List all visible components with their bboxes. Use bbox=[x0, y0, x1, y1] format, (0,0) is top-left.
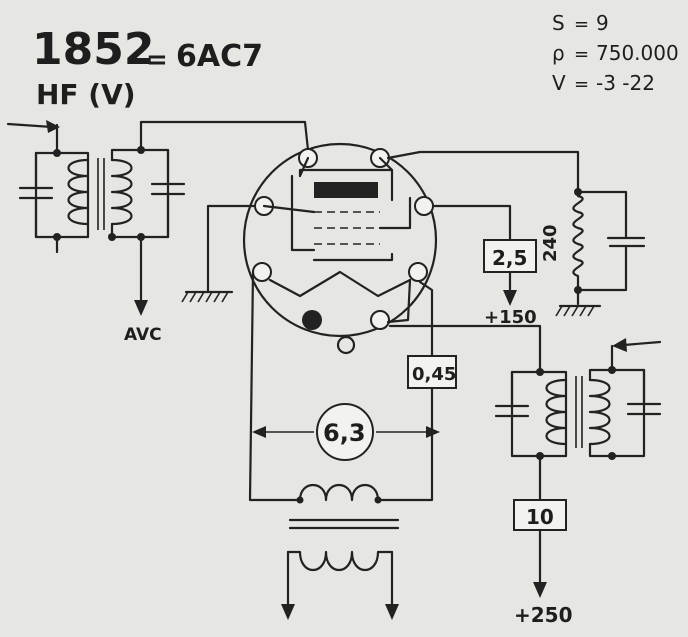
core-icon bbox=[288, 518, 400, 530]
arrow-down-icon bbox=[533, 582, 547, 598]
ground-left bbox=[181, 204, 257, 303]
resistor-value: 0,45 bbox=[412, 364, 456, 385]
spec-sep: = bbox=[574, 44, 589, 65]
ground-icon bbox=[555, 305, 595, 317]
spec-list: S = 9 ρ = 750.000 V = -3 -22 bbox=[552, 11, 679, 95]
pin-icon bbox=[302, 310, 322, 330]
equals-sign: = bbox=[146, 45, 168, 75]
pin-icon bbox=[370, 310, 390, 330]
arrow-down-icon bbox=[503, 290, 517, 306]
spec-sep: = bbox=[574, 74, 589, 95]
spec-value: 9 bbox=[596, 11, 609, 35]
spec-value: 750.000 bbox=[596, 41, 679, 65]
core-icon bbox=[97, 158, 105, 230]
capacitor-icon bbox=[576, 190, 646, 292]
resistor-value: 10 bbox=[526, 505, 554, 529]
heater-voltage-badge bbox=[316, 403, 374, 461]
spec-symbol: V bbox=[552, 71, 566, 95]
coil-icon bbox=[288, 484, 400, 502]
arrow-down-icon bbox=[281, 604, 295, 620]
tube-function: HF (V) bbox=[36, 78, 136, 111]
input-arrow-icon bbox=[46, 120, 60, 133]
spec-symbol: S bbox=[552, 11, 565, 35]
capacitor-icon bbox=[494, 370, 530, 418]
pin-icon bbox=[408, 262, 428, 282]
coil-icon bbox=[545, 378, 568, 446]
tube-envelope bbox=[242, 142, 438, 338]
pin-icon bbox=[414, 196, 434, 216]
vacuum-tube bbox=[242, 142, 438, 355]
coil-icon bbox=[110, 158, 133, 226]
resistor-icon bbox=[572, 183, 584, 306]
core-icon bbox=[575, 376, 583, 448]
ground-icon bbox=[181, 291, 229, 303]
resistor-value: 2,5 bbox=[492, 246, 527, 270]
output-arrow-line bbox=[622, 340, 662, 347]
output-arrow-icon bbox=[612, 338, 627, 352]
coil-icon bbox=[67, 158, 90, 226]
tube-key bbox=[336, 335, 356, 355]
spec-symbol: ρ bbox=[552, 41, 565, 65]
coil-icon bbox=[588, 378, 611, 446]
spec-sep: = bbox=[574, 14, 589, 35]
supply-label: +250 bbox=[514, 603, 573, 627]
tube-number: 1852 bbox=[32, 24, 154, 75]
supply-label: +150 bbox=[484, 307, 537, 328]
resistor-label: 240 bbox=[540, 224, 561, 262]
cathode-icon bbox=[312, 252, 394, 262]
output-transformer: 10 +250 bbox=[388, 324, 662, 627]
input-transformer: AVC bbox=[6, 120, 310, 345]
heater-icon bbox=[268, 270, 412, 298]
tube-equivalent: 6AC7 bbox=[176, 39, 263, 74]
resistor-box bbox=[407, 355, 457, 389]
spec-value: -3 -22 bbox=[596, 71, 655, 95]
heater-voltage: 6,3 bbox=[323, 419, 366, 447]
grid-icon bbox=[314, 211, 380, 245]
heater-circuit: 0,45 6,3 bbox=[248, 270, 457, 620]
pin-icon bbox=[252, 262, 272, 282]
capacitor-icon bbox=[626, 368, 662, 416]
plate-circuit: 2,5 +150 240 bbox=[386, 150, 646, 328]
coil-icon bbox=[286, 550, 394, 571]
avc-label: AVC bbox=[124, 325, 162, 345]
capacitor-icon bbox=[18, 151, 54, 239]
input-arrow-line bbox=[6, 122, 54, 129]
capacitor-icon bbox=[150, 148, 186, 239]
avc-arrow-icon bbox=[134, 300, 148, 316]
anode-plate bbox=[314, 182, 378, 198]
arrow-down-icon bbox=[385, 604, 399, 620]
